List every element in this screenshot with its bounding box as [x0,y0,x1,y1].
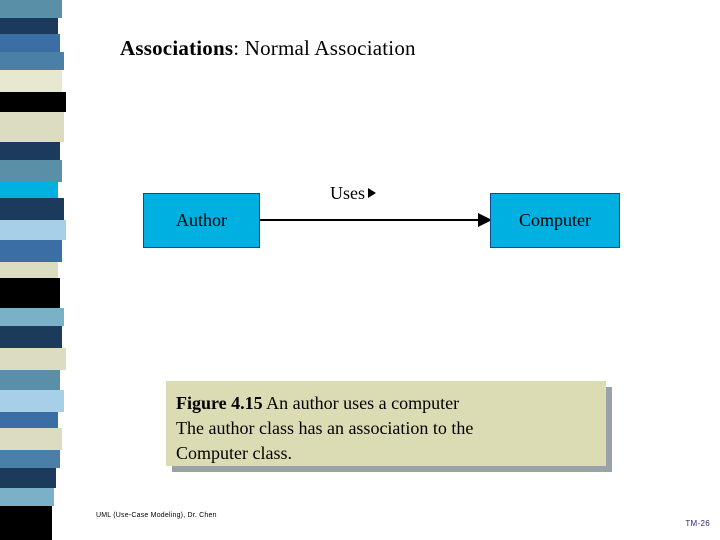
strip-band [0,160,62,182]
class-box-author-label: Author [176,210,227,230]
strip-band [0,182,58,198]
strip-band [0,428,62,450]
strip-band [0,92,66,112]
strip-band [0,348,66,370]
strip-band [0,450,60,468]
strip-band [0,52,64,70]
association-label-text: Uses [330,183,365,203]
caption-line-3: Computer class. [176,443,292,463]
page-title: Associations: Normal Association [120,36,680,61]
caption-line-1: Figure 4.15 An author uses a computer [176,391,598,416]
caption-figure-number: Figure 4.15 [176,393,263,413]
caption-line-2: The author class has an association to t… [176,418,474,438]
strip-band [0,220,66,240]
strip-band [0,326,62,348]
strip-band [0,0,62,18]
class-box-computer-label: Computer [519,210,591,230]
strip-band [0,278,60,308]
strip-band [0,468,56,488]
strip-band [0,18,58,34]
strip-band [0,34,60,52]
caption-box: Figure 4.15 An author uses a computer Th… [166,381,606,466]
strip-band [0,142,60,160]
strip-band [0,412,58,428]
association-line [260,219,490,221]
decorative-color-strip [0,0,68,540]
page-title-prefix: Associations [120,36,234,60]
navigation-triangle-icon [368,187,376,198]
strip-band [0,70,62,92]
strip-band [0,488,54,506]
strip-band [0,112,64,142]
strip-band [0,262,58,278]
strip-band [0,308,64,326]
association-arrowhead-icon [478,213,492,227]
strip-band [0,240,62,262]
strip-band [0,370,60,390]
page-title-rest: : Normal Association [233,36,416,60]
association-label: Uses [330,183,376,204]
class-box-computer: Computer [490,193,620,248]
caption-line-1-rest: An author uses a computer [262,393,460,413]
strip-band [0,390,64,412]
strip-band [0,506,52,540]
strip-band [0,198,64,220]
class-box-author: Author [143,193,260,248]
footer-source-note: UML (Use-Case Modeling), Dr. Chen [96,512,217,519]
slide-number: TM-26 [685,519,710,528]
